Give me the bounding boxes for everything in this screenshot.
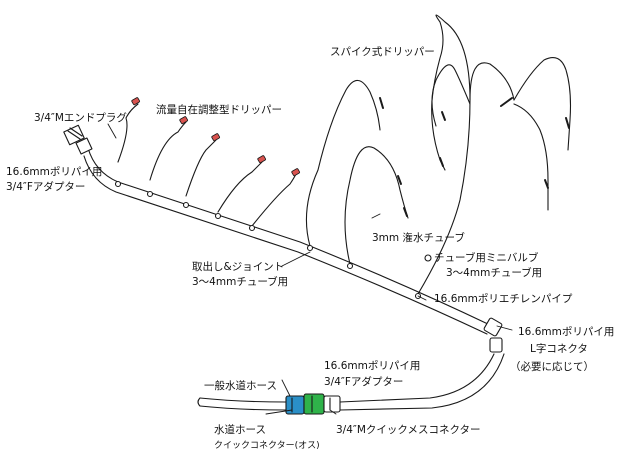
lower-pe-pipe <box>339 353 505 411</box>
leader-lines <box>107 123 513 415</box>
label-irrigation-tube: 3mm 潅水チューブ <box>372 232 465 244</box>
label-tube-valve-1: チューブ用ミニバルブ <box>434 252 539 264</box>
flow-drippers <box>131 97 300 177</box>
label-l-conn-3: （必要に応じて） <box>510 361 594 373</box>
label-hose: 一般水道ホース <box>204 380 277 392</box>
label-quick-conn: 3/4″Mクイックメスコネクター <box>336 424 481 436</box>
hose-quick-connector-male <box>285 395 305 415</box>
label-adapter-bottom-2: 3/4″Fアダプター <box>324 376 404 388</box>
label-adapter-top-1: 16.6mmポリパイ用 <box>6 166 103 178</box>
flow-dripper-tubes <box>117 103 297 227</box>
main-pe-pipe <box>83 147 491 335</box>
label-tube-valve-2: 3～4mmチューブ用 <box>446 267 543 279</box>
label-l-conn-1: 16.6mmポリパイ用 <box>518 326 615 338</box>
bottom-adapter <box>323 395 341 413</box>
spike-drippers <box>379 97 570 217</box>
mini-valve <box>424 254 432 262</box>
label-flow-dripper: 流量自在調整型ドリッパー <box>156 104 282 116</box>
label-spike-dripper: スパイク式ドリッパー <box>330 46 435 58</box>
label-adapter-top-2: 3/4″Fアダプター <box>6 181 86 193</box>
label-adapter-bottom-1: 16.6mmポリパイ用 <box>324 360 421 372</box>
label-end-plug: 3/4″Mエンドプラグ <box>34 112 127 124</box>
label-l-conn-2: L字コネクタ <box>530 343 588 355</box>
garden-hose <box>197 397 287 411</box>
label-takeout-1: 取出し&ジョイント <box>192 261 285 273</box>
label-hose-conn-1: 水道ホース <box>214 424 266 436</box>
label-takeout-2: 3～4mmチューブ用 <box>192 276 289 288</box>
quick-connector-female <box>303 393 325 415</box>
irrigation-tubes <box>305 14 572 295</box>
takeout-joints <box>114 180 422 300</box>
label-pe-pipe: 16.6mmポリエチレンパイプ <box>434 293 573 305</box>
end-plug <box>63 124 93 155</box>
l-connector <box>483 317 503 353</box>
label-hose-conn-2: クイックコネクター(オス) <box>214 441 320 451</box>
